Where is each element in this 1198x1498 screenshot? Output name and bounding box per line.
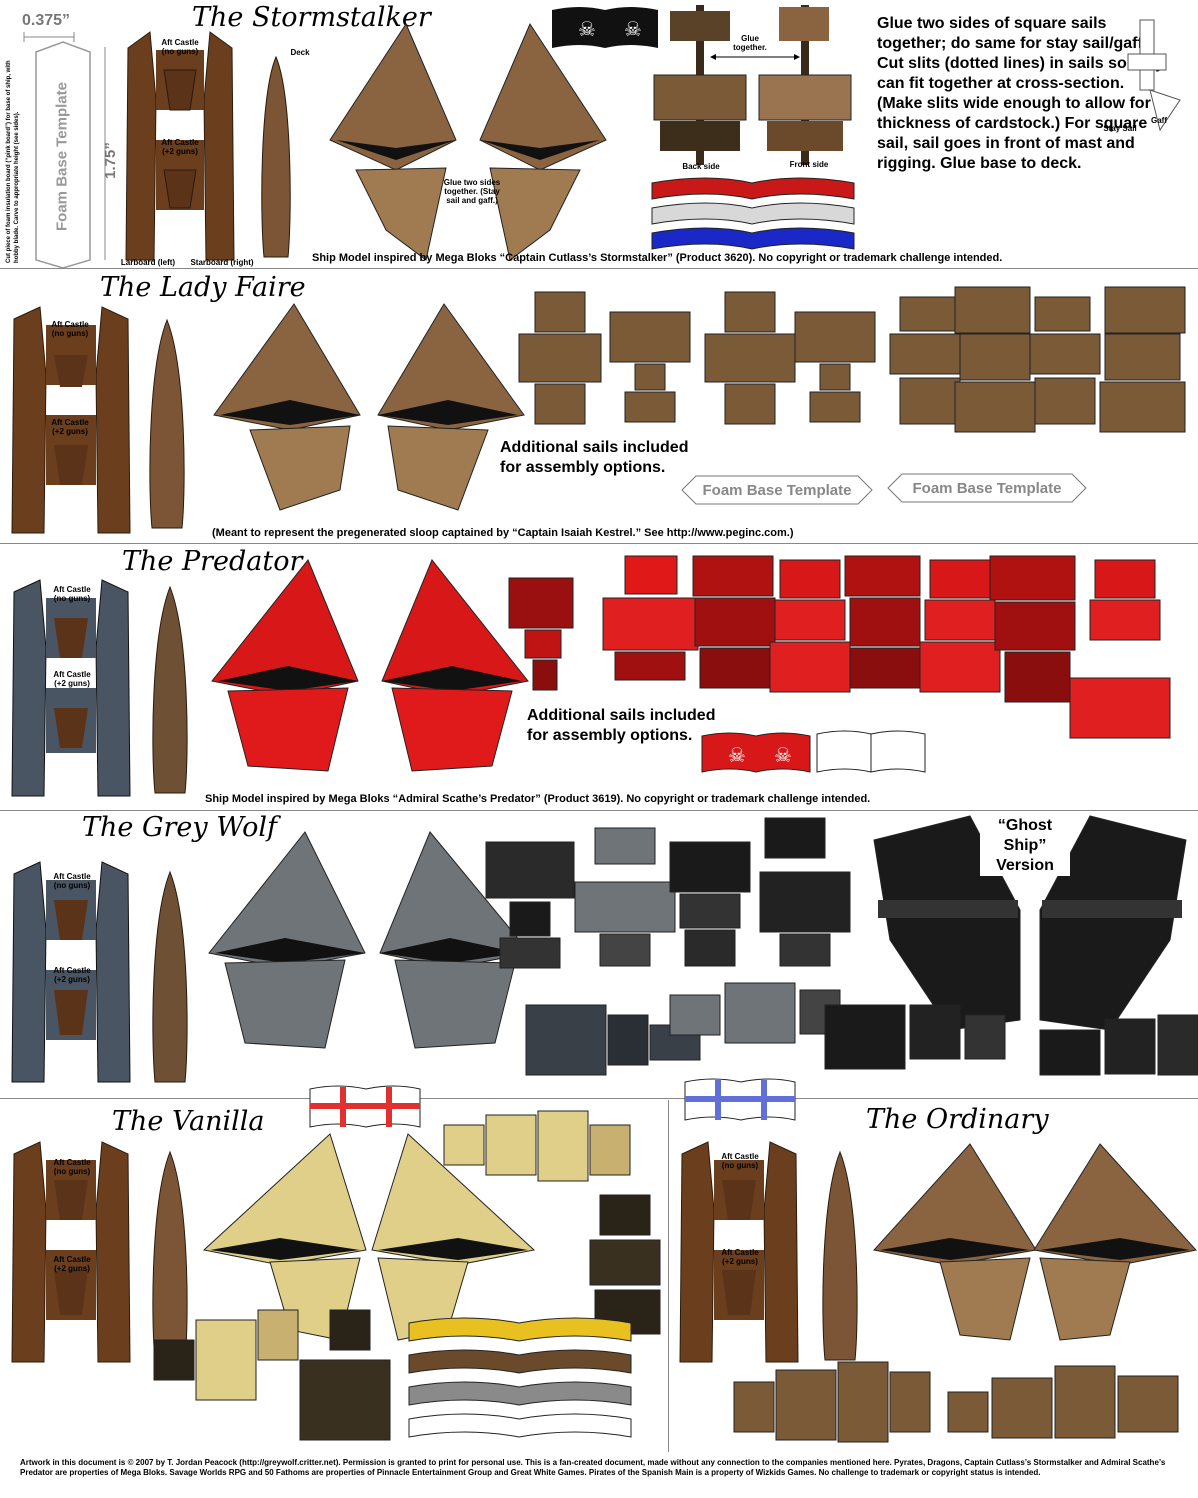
gaff-label: Gaff — [1151, 116, 1167, 125]
flag-cross-red — [309, 1085, 421, 1128]
section-title-vanilla: The Vanilla — [112, 1106, 265, 1137]
section-title-stormstalker: The Stormstalker — [192, 2, 431, 33]
glue-together-arrow — [710, 54, 800, 60]
height-label: 1.75” — [101, 142, 119, 179]
stay-sail-right-lady-faire — [377, 303, 525, 511]
front-side-label: Front side — [789, 160, 829, 169]
foam-base-template-lady-faire-1 — [681, 475, 873, 505]
foam-base-template-lady-faire-2 — [887, 473, 1087, 503]
back-side-label: Back side — [682, 162, 720, 171]
stay-sail-left-ordinary — [873, 1143, 1037, 1341]
divider-vertical — [668, 1100, 669, 1452]
aft-castle-no-guns-label: Aft Castle (no guns) — [161, 38, 199, 56]
hull-sides-ordinary — [679, 1141, 799, 1363]
sail-set-ordinary-bottom — [733, 1361, 1179, 1443]
glue-together-note: Glue together. — [733, 34, 767, 52]
svg-text:☠: ☠ — [728, 745, 746, 767]
deck-grey-wolf — [152, 870, 188, 1083]
footer-copyright: Artwork in this document is © 2007 by T.… — [20, 1458, 1166, 1477]
aft-castle-guns-label: Aft Castle (+2 guns) — [53, 1255, 91, 1273]
foam-base-template-label-2: Foam Base Template — [912, 479, 1062, 497]
sail-set-grey-wolf — [485, 817, 851, 969]
pennant-white-stormstalker — [651, 202, 855, 225]
hull-sides-grey-wolf — [11, 861, 131, 1083]
deck-label: Deck — [290, 48, 310, 57]
glue-stay-note: Glue two sides together. (Stay sail and … — [443, 178, 501, 205]
stay-sail-right-grey-wolf — [379, 831, 531, 1049]
aft-castle-guns-label: Aft Castle (+2 guns) — [721, 1248, 759, 1266]
sail-set-predator — [508, 555, 1171, 739]
hull-sides-lady-faire — [11, 306, 131, 534]
hull-sides-predator — [11, 579, 131, 797]
stay-sail-left-lady-faire — [213, 303, 361, 511]
square-sail-back-stormstalker — [653, 5, 747, 165]
aft-castle-no-guns-label: Aft Castle (no guns) — [721, 1152, 759, 1170]
square-sail-front-stormstalker — [758, 5, 852, 165]
hull-sides-stormstalker — [125, 31, 235, 261]
assembly-diagram — [1127, 19, 1181, 132]
flag-cross-blue — [684, 1078, 796, 1121]
stay-sail-right-vanilla — [371, 1133, 536, 1341]
stay-sail-left-stormstalker — [329, 22, 457, 261]
svg-text:☠: ☠ — [624, 19, 642, 41]
svg-text:☠: ☠ — [774, 745, 792, 767]
divider-4 — [0, 1098, 1198, 1099]
ghost-ship-label: “Ghost Ship” Version — [980, 816, 1070, 876]
hull-sides-vanilla — [11, 1141, 131, 1363]
aft-castle-guns-label: Aft Castle (+2 guns) — [51, 418, 89, 436]
stay-sail-right-ordinary — [1033, 1143, 1197, 1341]
starboard-label: Starboard (right) — [190, 258, 254, 267]
deck-lady-faire — [149, 318, 185, 529]
credit-predator: Ship Model inspired by Mega Bloks “Admir… — [205, 793, 871, 805]
svg-text:☠: ☠ — [578, 19, 596, 41]
pennant-blue-stormstalker — [651, 227, 855, 250]
divider-3 — [0, 810, 1198, 811]
deck-ordinary — [822, 1150, 858, 1361]
larboard-label: Larboard (left) — [120, 258, 176, 267]
credit-stormstalker: Ship Model inspired by Mega Bloks “Capta… — [312, 252, 1003, 264]
additional-sails-note: Additional sails included for assembly o… — [527, 707, 716, 744]
aft-castle-no-guns-label: Aft Castle (no guns) — [51, 320, 89, 338]
section-title-lady-faire: The Lady Faire — [100, 272, 306, 303]
divider-1 — [0, 268, 1198, 269]
deck-predator — [152, 585, 188, 794]
divider-2 — [0, 543, 1198, 544]
pennants-vanilla — [408, 1317, 632, 1438]
flag-red-predator: ☠☠ — [701, 732, 811, 773]
aft-castle-no-guns-label: Aft Castle (no guns) — [53, 1158, 91, 1176]
aft-castle-guns-label: Aft Castle (+2 guns) — [161, 138, 199, 156]
aft-castle-guns-label: Aft Castle (+2 guns) — [53, 670, 91, 688]
foam-base-template-label-1: Foam Base Template — [702, 481, 852, 499]
foam-base-template-shape — [35, 41, 91, 269]
assembly-instructions: Glue two sides of square sails together;… — [877, 15, 1165, 172]
stay-sail-right-stormstalker — [479, 22, 607, 261]
note-lady-faire: (Meant to represent the pregenerated slo… — [212, 527, 794, 539]
sail-set-vanilla-bottom — [153, 1309, 391, 1441]
jolly-roger-flag-stormstalker: ☠☠ — [552, 7, 658, 48]
additional-sails-note: Additional sails included for assembly o… — [500, 439, 689, 476]
sail-set-grey-wolf-horizontal — [525, 982, 1198, 1076]
foam-vertical-label: Foam Base Template — [53, 82, 71, 231]
sail-set-lady-faire — [518, 286, 1186, 433]
section-title-grey-wolf: The Grey Wolf — [82, 812, 278, 843]
stay-sail-right-predator — [381, 559, 529, 772]
stay-sail-left-grey-wolf — [208, 831, 366, 1049]
stay-sail-left-predator — [211, 559, 359, 772]
sail-set-vanilla — [443, 1110, 661, 1335]
cut-note: Cut piece of foam insulation board (“pin… — [6, 60, 20, 263]
aft-castle-no-guns-label: Aft Castle (no guns) — [53, 872, 91, 890]
width-label: 0.375” — [22, 12, 71, 29]
aft-castle-no-guns-label: Aft Castle (no guns) — [53, 585, 91, 603]
width-dimension-line — [23, 32, 75, 42]
deck-stormstalker — [261, 55, 291, 258]
section-title-predator: The Predator — [122, 546, 303, 577]
section-title-ordinary: The Ordinary — [866, 1104, 1049, 1135]
pennant-red-stormstalker — [651, 177, 855, 200]
flag-blank-predator — [816, 730, 926, 773]
aft-castle-guns-label: Aft Castle (+2 guns) — [53, 966, 91, 984]
stay-sail-label: Stay Sail — [1103, 124, 1137, 133]
height-dimension-line — [104, 47, 106, 260]
